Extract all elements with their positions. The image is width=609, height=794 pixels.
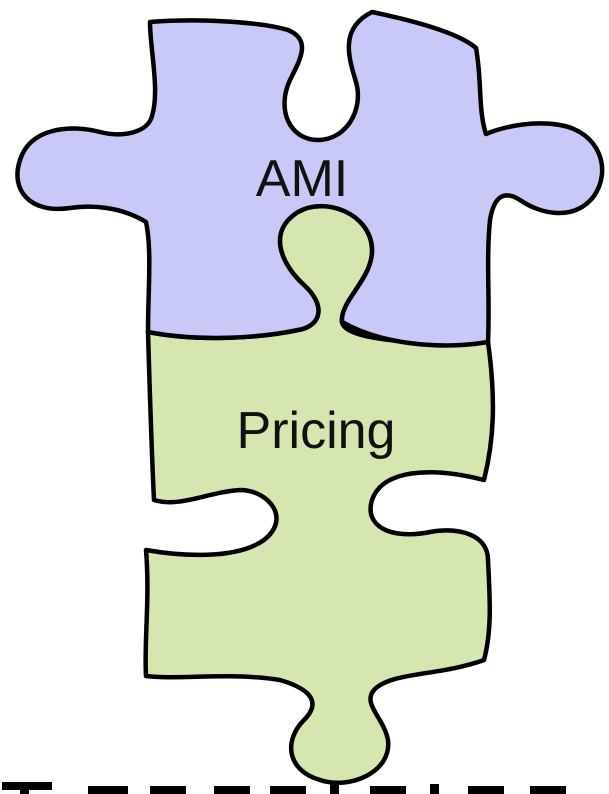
ami-puzzle-piece xyxy=(15,9,605,348)
ami-label: AMI xyxy=(256,150,348,208)
clipped-bottom-text xyxy=(2,782,566,794)
pricing-label: Pricing xyxy=(237,402,396,460)
